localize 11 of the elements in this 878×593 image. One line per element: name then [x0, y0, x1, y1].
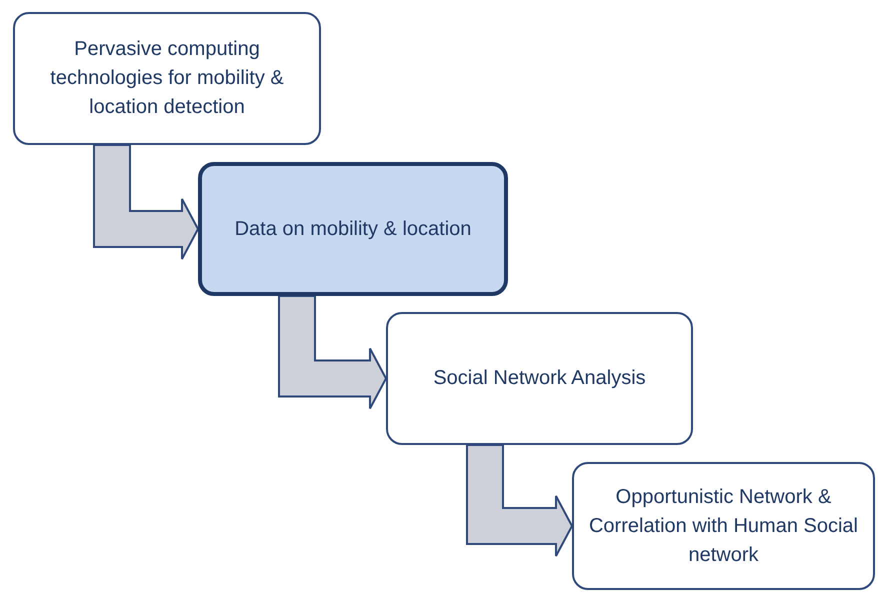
box-label: Pervasive computing technologies for mobility & location detection — [49, 37, 285, 120]
bent-block-arrow — [466, 444, 574, 557]
process-box — [198, 162, 508, 296]
box-label: Opportunistic Network & Correlation with Human Social network — [588, 484, 859, 568]
bent-block-arrow — [278, 295, 388, 410]
process-box — [572, 462, 875, 590]
box-label: Social Network Analysis — [433, 366, 646, 391]
bent-block-arrow — [93, 144, 200, 260]
box-label: Data on mobility & location — [234, 216, 472, 242]
process-box — [386, 312, 693, 445]
process-box — [13, 12, 321, 145]
